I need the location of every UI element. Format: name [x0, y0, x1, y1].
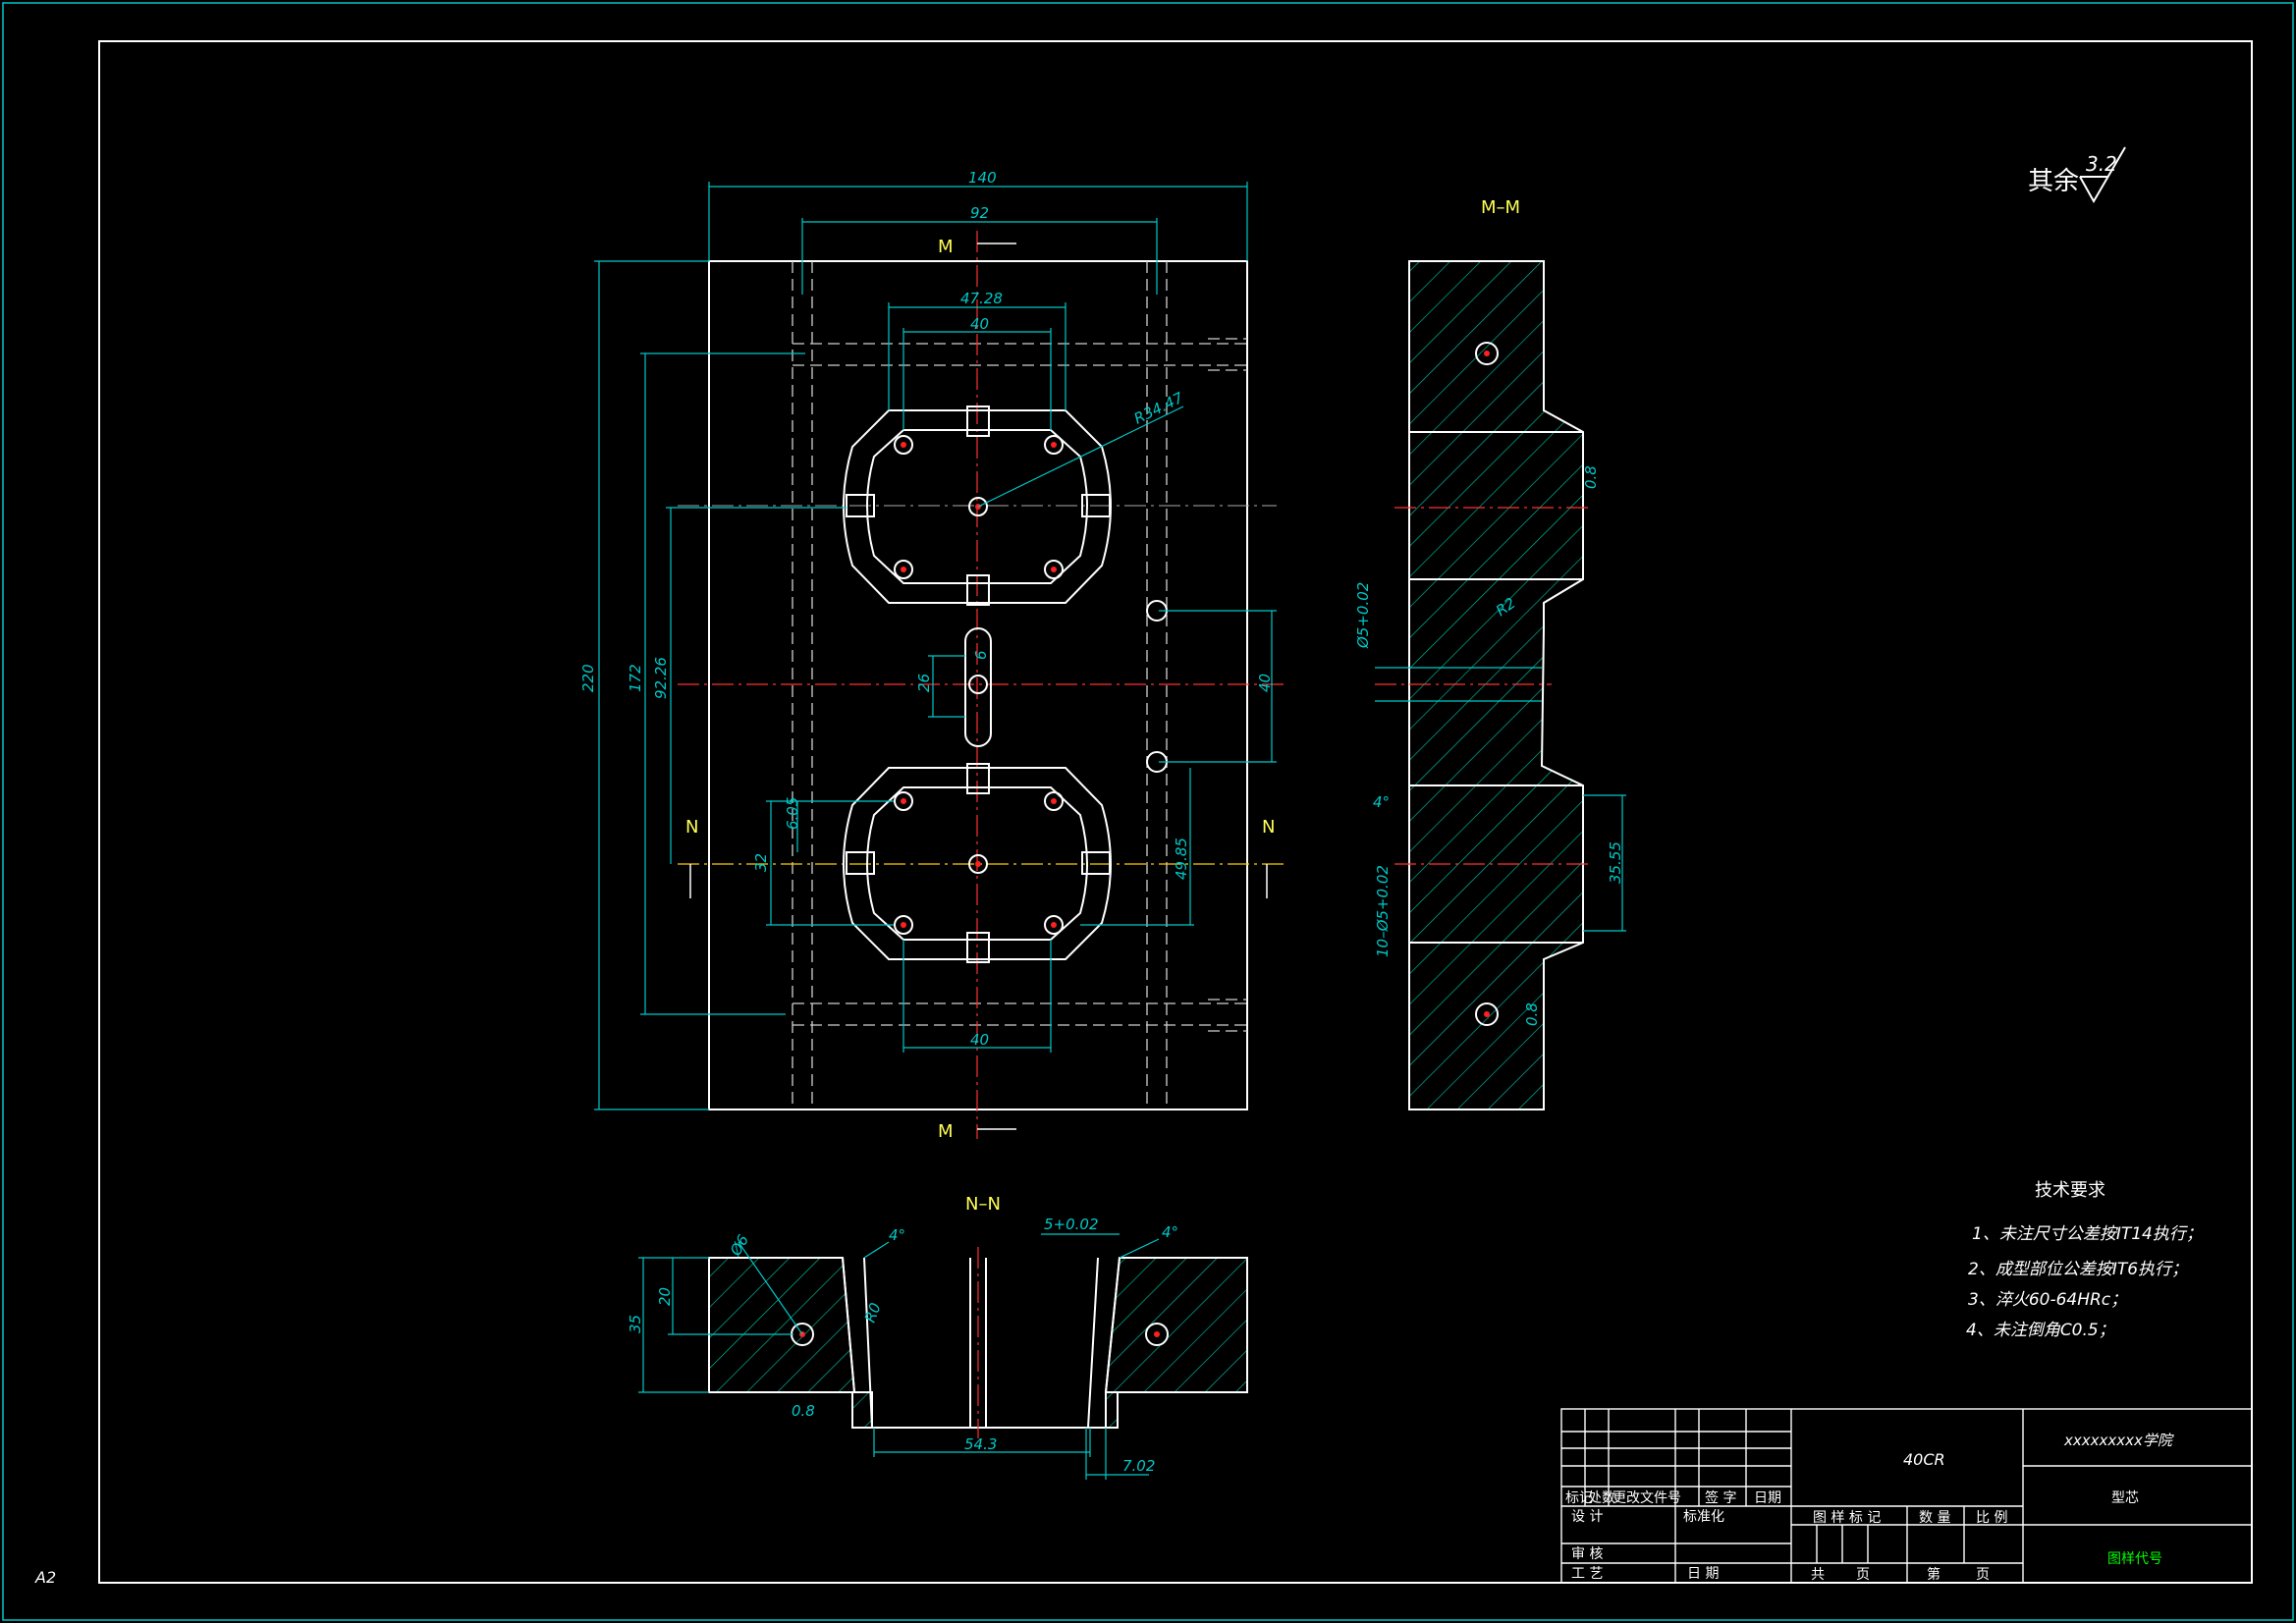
dim-40-bottom: 40 [970, 1031, 989, 1049]
tb-std: 标准化 [1683, 1509, 1724, 1525]
dim-nn-08: 0.8 [792, 1402, 815, 1420]
dim-nn-54: 54.3 [964, 1435, 997, 1453]
dim-top-width: 140 [968, 169, 997, 187]
dim-92-26: 92.26 [652, 657, 670, 699]
dim-nn-7: 7.02 [1122, 1457, 1155, 1475]
tb-doc: 更改文件号 [1613, 1490, 1681, 1506]
tech-title: 技术要求 [2035, 1180, 2105, 1201]
center-slot [964, 627, 992, 747]
tb-process: 工 艺 [1571, 1566, 1603, 1582]
dim-172: 172 [627, 664, 644, 692]
tb-scale: 比 例 [1976, 1510, 2007, 1526]
cut-n-left: N [685, 817, 698, 838]
plate-outline [708, 260, 1248, 1110]
tech-requirements: 技术要求 1、未注尺寸公差按IT14执行； 2、成型部位公差按IT6执行； 3、… [1966, 1180, 2203, 1340]
dim-nn-20: 20 [656, 1287, 674, 1306]
dim-height: 220 [579, 664, 597, 692]
dim-mm-08a: 0.8 [1582, 465, 1600, 489]
dim-top-inner: 92 [970, 204, 989, 222]
dim-nn-5: 5+0.02 [1044, 1216, 1099, 1233]
dim-nn-35: 35 [627, 1315, 644, 1333]
dim-opening-inner: 40 [970, 315, 989, 333]
upper-cavity [843, 406, 1112, 606]
dim-40-right: 40 [1256, 674, 1274, 692]
tb-date: 日期 [1754, 1490, 1781, 1506]
dim-mm-4: 4° [1373, 793, 1390, 811]
inner-frame [98, 40, 2253, 1584]
dim-nn-4b: 4° [1162, 1223, 1178, 1241]
tb-date2: 日 期 [1687, 1566, 1719, 1582]
dim-6: 6 [972, 650, 990, 660]
tech-item-2: 2、成型部位公差按IT6执行； [1968, 1260, 2188, 1279]
dim-radius: R34.47 [1131, 389, 1186, 428]
tb-qty: 数 量 [1919, 1510, 1950, 1526]
tech-item-3: 3、淬火60-64HRc； [1968, 1290, 2127, 1310]
tb-review: 审 核 [1571, 1546, 1603, 1562]
roughness-value: 3.2 [2086, 152, 2117, 176]
dim-mm-10: 10–Ø5+0.02 [1374, 865, 1392, 957]
dim-32: 32 [752, 853, 770, 872]
plan-dimensions: 140 92 47.28 40 R34.47 220 172 [579, 169, 1277, 1110]
dim-26: 26 [915, 674, 933, 692]
title-block: 标记 处数 更改文件号 签 字 日期 设 计 标准化 审 核 工 艺 日 期 4… [1560, 1408, 2253, 1584]
dim-mm-35: 35.55 [1607, 841, 1624, 884]
tb-design: 设 计 [1571, 1509, 1603, 1525]
dim-mm-08b: 0.8 [1523, 1002, 1541, 1026]
tb-count: 处数 [1588, 1490, 1615, 1506]
tb-sign: 签 字 [1705, 1489, 1736, 1506]
tb-sheet: 第 [1927, 1566, 1941, 1583]
tb-material: 40CR [1903, 1450, 1945, 1469]
dim-6-05: 6.05 [784, 797, 801, 830]
tb-drawing-no: 图样代号 [2107, 1551, 2162, 1567]
section-nn-view: N–N 35 20 Ø6 R0 0.8 4° 4° 5+0.02 54.3 [627, 1194, 1248, 1480]
roughness-symbol: 其余 3.2 [2028, 146, 2126, 204]
dim-mm-phi: Ø5+0.02 [1354, 582, 1372, 649]
tech-item-1: 1、未注尺寸公差按IT14执行； [1972, 1224, 2203, 1244]
dim-nn-r: R0 [861, 1300, 885, 1325]
tb-page2: 页 [1976, 1567, 1990, 1583]
cut-n-right: N [1262, 817, 1275, 838]
cut-m-top: M [938, 237, 954, 257]
tb-school: xxxxxxxxx学院 [2063, 1432, 2174, 1449]
section-mm-view: M–M Ø5+0.02 R2 4° 35.55 10–Ø5+0.02 0.8 0… [1354, 197, 1626, 1110]
tb-total: 共 [1811, 1567, 1825, 1583]
tb-mark: 标记 [1565, 1490, 1593, 1506]
section-mm-title: M–M [1481, 197, 1520, 218]
tb-part-name: 型芯 [2111, 1490, 2139, 1506]
dim-opening: 47.28 [960, 290, 1003, 307]
tb-label: 图 样 标 记 [1813, 1510, 1881, 1526]
roughness-prefix: 其余 [2028, 167, 2079, 196]
dim-nn-4a: 4° [889, 1226, 905, 1244]
plan-view: M M N N 140 92 47.28 40 R34.47 [579, 169, 1286, 1142]
lower-cavity [843, 763, 1112, 963]
dim-49-85: 49.85 [1173, 838, 1190, 880]
sheet-size: A2 [34, 1568, 56, 1587]
tech-item-4: 4、未注倒角C0.5； [1966, 1321, 2115, 1340]
section-nn-title: N–N [965, 1194, 1001, 1215]
tb-page: 页 [1856, 1567, 1870, 1583]
cut-m-bottom: M [938, 1121, 954, 1142]
